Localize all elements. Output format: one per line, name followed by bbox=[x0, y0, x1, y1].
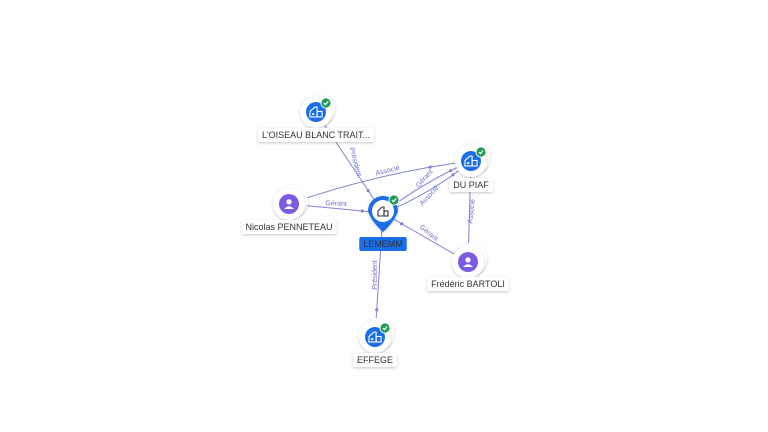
edge-arrow-icon bbox=[366, 189, 370, 193]
node-label-bg bbox=[359, 237, 407, 251]
person-icon bbox=[283, 199, 295, 210]
edge-arrow-icon bbox=[375, 308, 379, 312]
node-label-bg bbox=[352, 353, 398, 367]
node-label: DU PIAF bbox=[453, 180, 489, 190]
node-label: LEMEMM bbox=[363, 239, 403, 249]
edge-arrow-icon bbox=[451, 173, 455, 177]
node-oiseau[interactable]: L'OISEAU BLANC TRAIT... bbox=[257, 93, 375, 142]
node-label: Nicolas PENNETEAU bbox=[245, 222, 332, 232]
building-icon bbox=[464, 155, 478, 167]
node-label-group: EFFEGE bbox=[352, 353, 398, 367]
node-label-group: Nicolas PENNETEAU bbox=[241, 220, 337, 234]
node-nicolas[interactable]: Nicolas PENNETEAU bbox=[241, 185, 337, 234]
edge-label: Gérant bbox=[415, 169, 435, 190]
edge-arrow-icon bbox=[360, 209, 364, 213]
node-label-bg bbox=[257, 128, 375, 142]
edge-label: Président bbox=[372, 260, 379, 290]
node-label-group: LEMEMM bbox=[359, 237, 407, 251]
building-icon bbox=[309, 106, 323, 118]
node-label: L'OISEAU BLANC TRAIT... bbox=[262, 130, 370, 140]
node-label-bg bbox=[449, 178, 494, 192]
node-label: Frédéric BARTOLI bbox=[431, 279, 505, 289]
node-effege[interactable]: EFFEGE bbox=[352, 318, 398, 367]
verified-check-icon bbox=[388, 194, 400, 206]
verified-check-icon bbox=[475, 146, 487, 158]
node-label-group: DU PIAF bbox=[449, 178, 494, 192]
node-label-group: Frédéric BARTOLI bbox=[427, 277, 509, 291]
edge-arrow-icon bbox=[428, 165, 432, 169]
node-label-bg bbox=[241, 220, 337, 234]
node-dupiaf[interactable]: DU PIAF bbox=[449, 142, 494, 192]
edge-line bbox=[288, 160, 472, 205]
node-frederic[interactable]: Frédéric BARTOLI bbox=[427, 243, 509, 291]
verified-check-icon bbox=[320, 97, 332, 109]
node-label-group: L'OISEAU BLANC TRAIT... bbox=[257, 128, 375, 142]
building-icon bbox=[368, 331, 382, 343]
edge-oiseau-lememm: Président bbox=[315, 111, 384, 214]
node-label-bg bbox=[427, 277, 509, 291]
edge-arrow-icon bbox=[400, 222, 404, 226]
edge-label: Associé bbox=[419, 184, 441, 207]
edge-line bbox=[315, 111, 384, 214]
person-icon bbox=[462, 257, 474, 268]
node-lememm[interactable]: LEMEMM bbox=[359, 194, 407, 252]
edge-label: Gérant bbox=[325, 200, 347, 208]
edge-arrow-icon bbox=[448, 169, 453, 173]
edge-label: Associé bbox=[467, 199, 477, 224]
node-label: EFFEGE bbox=[357, 355, 393, 365]
building-icon bbox=[377, 206, 389, 217]
verified-check-icon bbox=[379, 322, 391, 334]
edge-label: Gérant bbox=[418, 224, 439, 243]
